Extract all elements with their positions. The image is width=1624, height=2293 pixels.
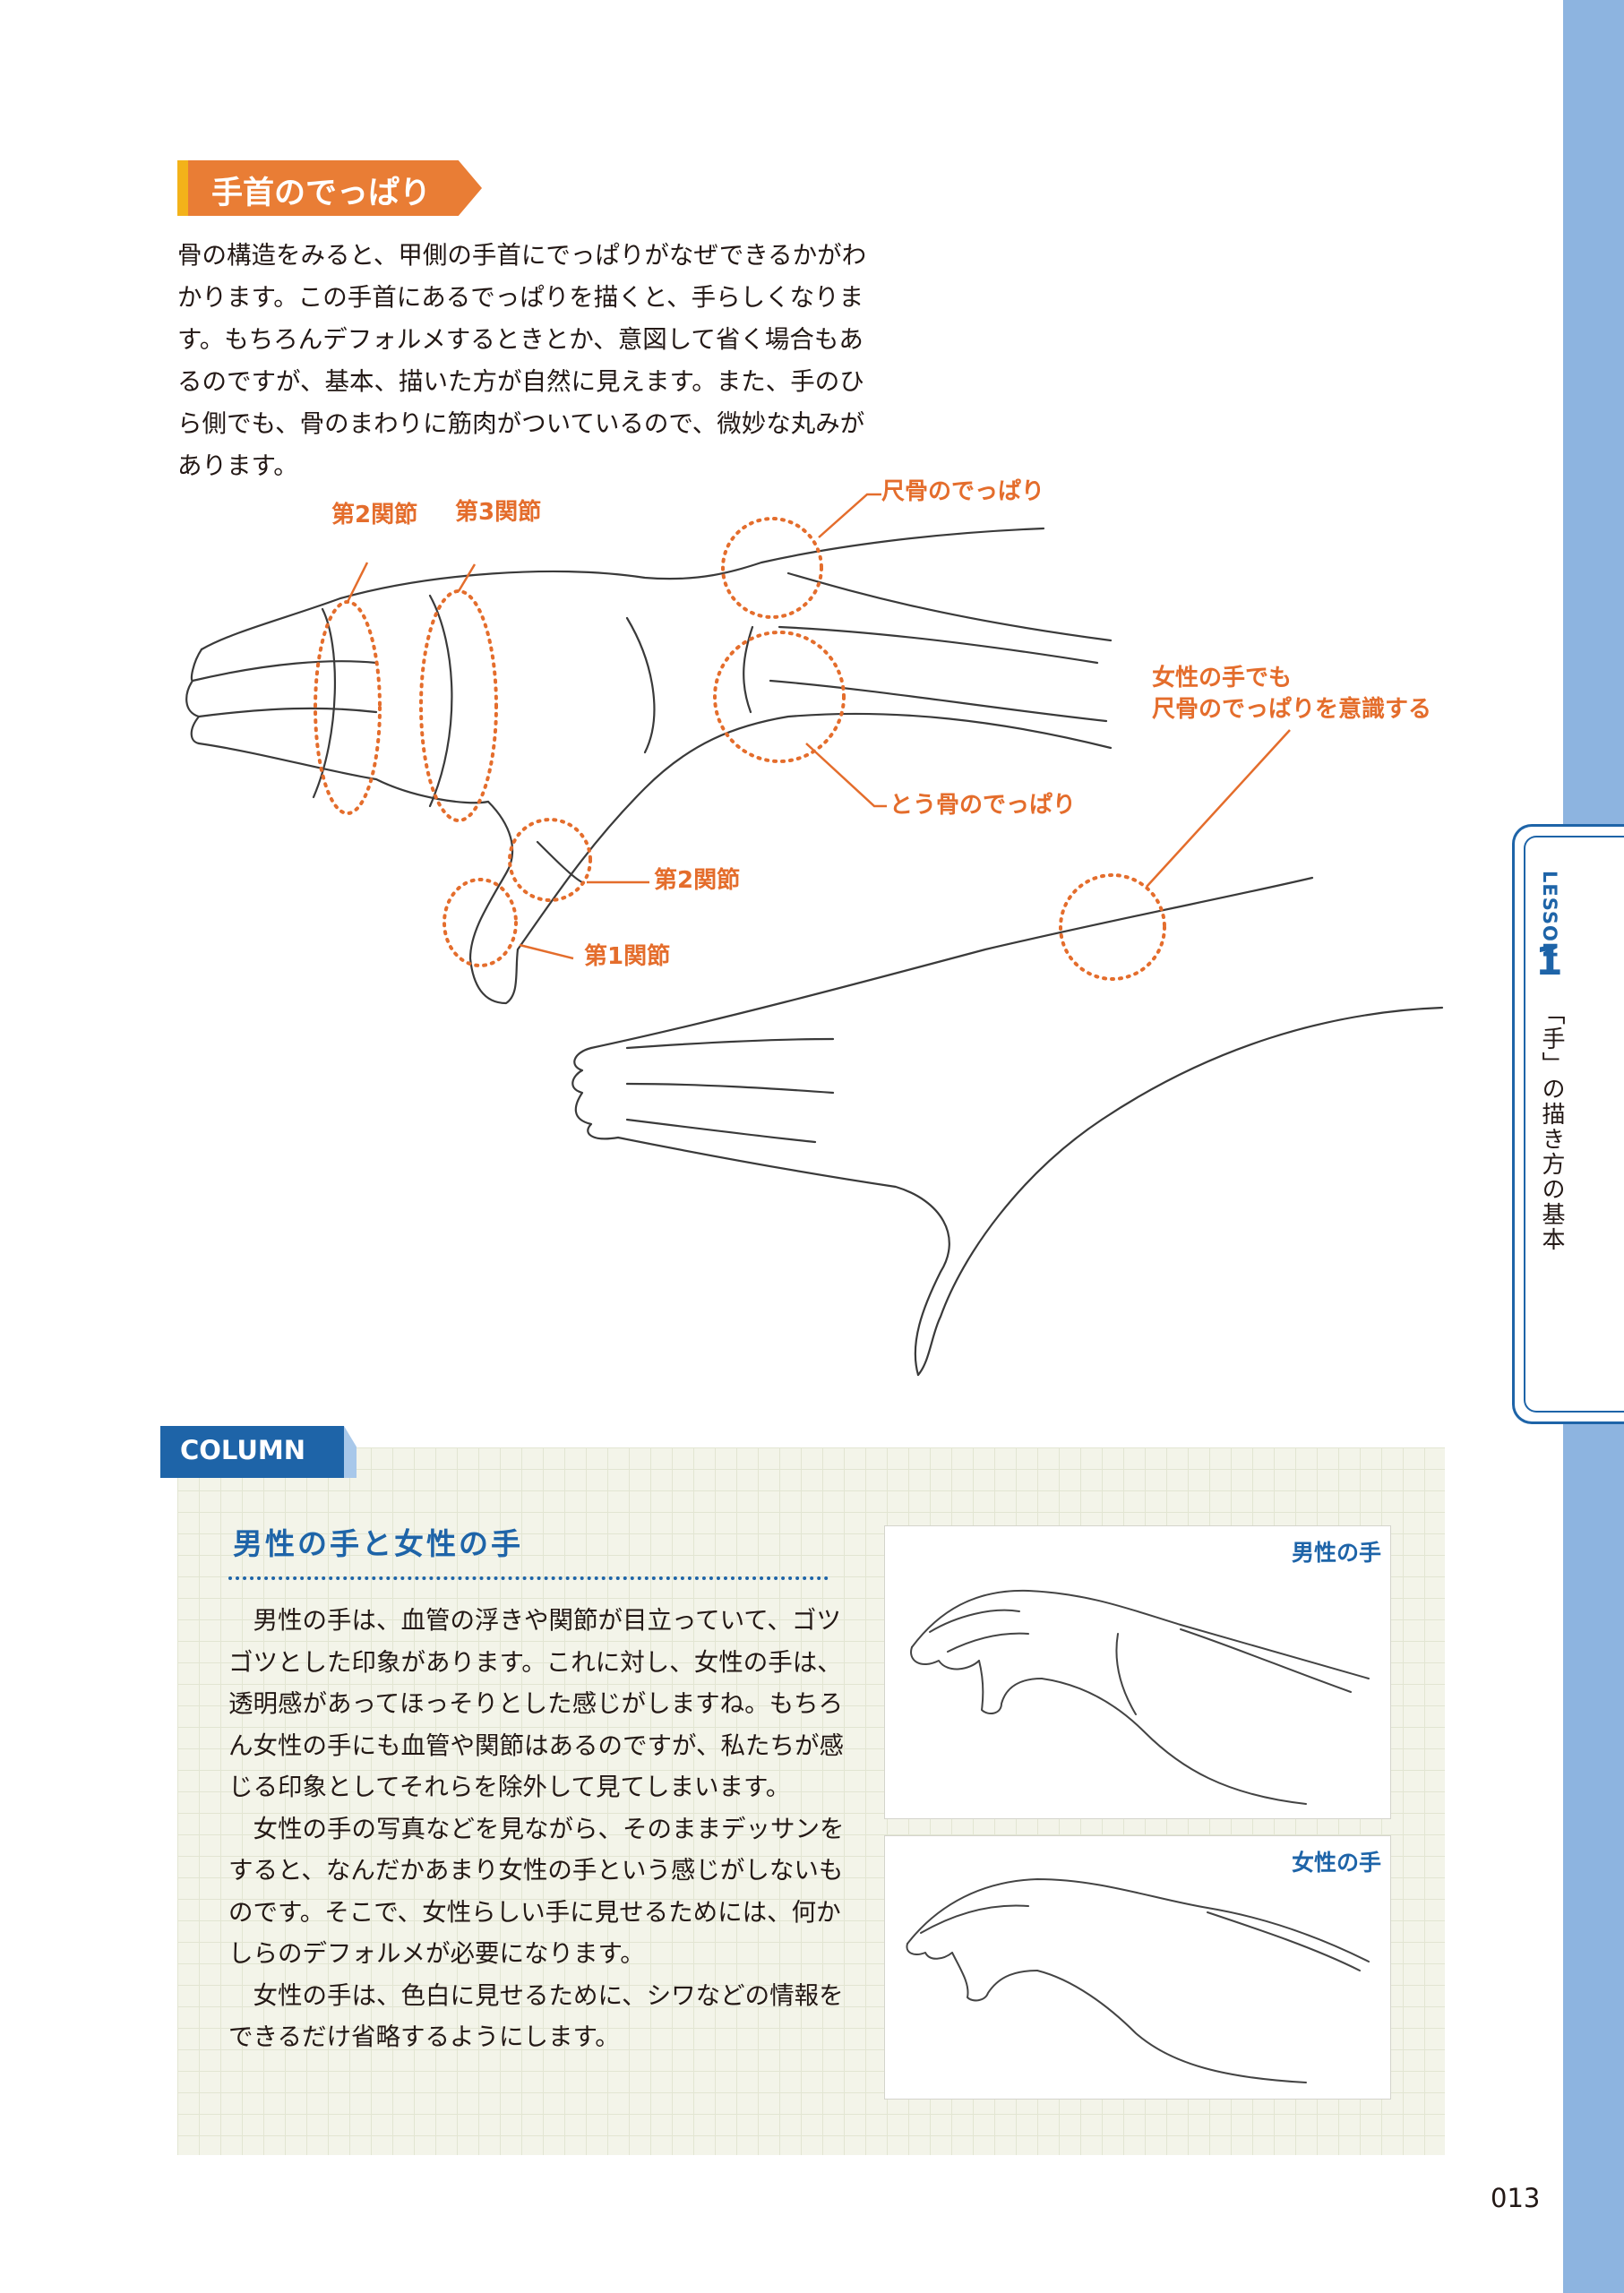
label-joint-3: 第3関節	[455, 499, 542, 526]
label-female-note: 女性の手でも 尺骨のでっぱりを意識する	[1152, 665, 1432, 724]
male-hand-sketch: 男性の手	[884, 1525, 1391, 1819]
section-heading: 手首のでっぱり	[177, 160, 482, 216]
column-paragraph: 男性の手は、血管の浮きや関節が目立っていて、ゴツゴツとした印象があります。これに…	[228, 1606, 844, 1801]
page-number: 013	[1491, 2183, 1541, 2213]
label-thumb-joint-1: 第1関節	[584, 943, 671, 970]
male-hand-label: 男性の手	[1291, 1540, 1381, 1566]
column-tag: COLUMN	[160, 1426, 344, 1478]
intro-paragraph: 骨の構造をみると、甲側の手首にでっぱりがなぜできるかがわかります。この手首にある…	[177, 241, 867, 480]
column-tag-text: COLUMN	[180, 1435, 306, 1465]
lesson-title: 「手」の描き方の基本	[1538, 1001, 1565, 1252]
label-joint-2: 第2関節	[331, 502, 418, 528]
heading-accent-bar	[177, 160, 188, 216]
lesson-word: LESSON	[1539, 871, 1560, 959]
column-paragraph: 女性の手は、色白に見せるために、シワなどの情報をできるだけ省略するようにします。	[228, 1980, 844, 2052]
heading-text: 手首のでっぱり	[211, 176, 432, 211]
female-hand-label: 女性の手	[1291, 1850, 1381, 1876]
column-paragraph: 女性の手の写真などを見ながら、そのままデッサンをすると、なんだかあまり女性の手と…	[228, 1814, 845, 1969]
label-thumb-joint-2: 第2関節	[654, 867, 741, 894]
lesson-number: 1	[1535, 939, 1563, 984]
column-tag-fold	[344, 1426, 357, 1478]
lesson-tab	[1512, 824, 1624, 1424]
label-radius-bump: とう骨のでっぱり	[889, 792, 1077, 819]
column-title-rule	[228, 1576, 829, 1580]
column-title: 男性の手と女性の手	[233, 1526, 523, 1561]
heading-arrow-background	[188, 160, 482, 216]
column-body: 男性の手は、血管の浮きや関節が目立っていて、ゴツゴツとした印象があります。これに…	[228, 1600, 845, 2058]
label-ulna-bump: 尺骨のでっぱり	[881, 478, 1045, 505]
hand-bone-sketch	[185, 493, 1444, 1377]
female-hand-sketch: 女性の手	[884, 1835, 1391, 2100]
